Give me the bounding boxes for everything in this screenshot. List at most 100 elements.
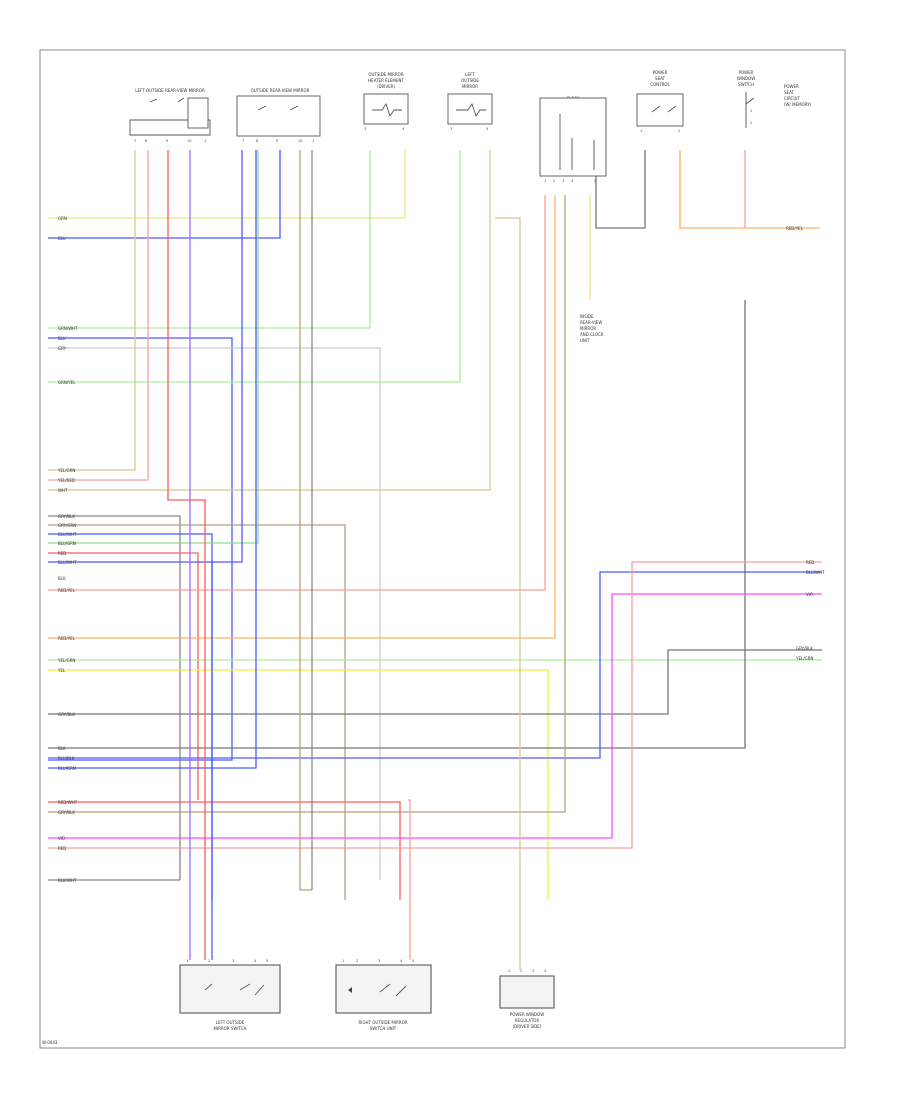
svg-text:POWER: POWER (739, 70, 754, 75)
heater-element-symbol (372, 102, 402, 118)
svg-text:WINDOW: WINDOW (737, 76, 755, 81)
svg-text:4: 4 (544, 969, 547, 973)
wire (48, 515, 181, 880)
svg-text:SWITCH UNIT: SWITCH UNIT (370, 1026, 397, 1031)
svg-text:SEAT: SEAT (784, 90, 794, 95)
wire (48, 150, 259, 544)
switch-contact (289, 105, 299, 111)
wire-label: GRY/BLK (58, 514, 75, 519)
wire-label: RED (58, 551, 66, 556)
switch-contact-1 (149, 98, 158, 103)
switch-box (179, 964, 281, 1014)
wire-label: GRN (58, 216, 67, 221)
switch-contact (239, 983, 251, 991)
wire (48, 195, 556, 639)
svg-text:2: 2 (678, 129, 680, 133)
svg-text:1: 1 (312, 139, 314, 143)
svg-text:1: 1 (186, 959, 188, 963)
mirror-box (447, 93, 493, 125)
svg-text:SWITCH: SWITCH (738, 82, 754, 87)
wire (48, 150, 461, 383)
top-right-note: POWER SEAT CIRCUIT (W/ MEMORY) (784, 84, 812, 107)
component-left-outside-mirror: LEFT OUTSIDE REAR-VIEW MIRROR 7 8 9 10 1 (129, 88, 211, 143)
memory-unit-box (539, 97, 607, 177)
svg-text:AND CLOCK: AND CLOCK (580, 332, 604, 337)
svg-text:POWER: POWER (653, 70, 668, 75)
wire (48, 150, 371, 329)
heater-box (363, 93, 409, 125)
component-right-outside-mirror-switch: 1 2 3 4 5 RIGHT OUTSIDE MIRROR SWITCH UN… (335, 959, 432, 1031)
wire-label: BLU/WHT (58, 532, 77, 537)
terminal-marker (348, 987, 352, 993)
svg-text:3: 3 (364, 127, 366, 131)
wire (48, 571, 822, 759)
wire-label: RED/YEL (786, 226, 804, 231)
component-left-outside-mirror-switch: 1 2 3 4 5 LEFT OUTSIDE MIRROR SWITCH (179, 959, 281, 1031)
wire-label: YEL/GRN (57, 658, 75, 663)
svg-text:(W/ MEMORY): (W/ MEMORY) (784, 102, 812, 107)
wire-label: GRY/GRN (58, 523, 76, 528)
component-clock-memory-unit: CLOCK AND MEMORY UNIT 1 2 3 4 5 (539, 96, 607, 183)
svg-text:OUTSIDE MIRROR: OUTSIDE MIRROR (368, 72, 403, 77)
wire-label: GRN/WHT (58, 326, 78, 331)
svg-text:9: 9 (276, 139, 278, 143)
switch-contact (651, 105, 661, 113)
svg-text:3: 3 (562, 179, 564, 183)
svg-text:5: 5 (266, 959, 268, 963)
switch-contact (395, 985, 407, 997)
svg-text:4: 4 (402, 127, 405, 131)
svg-text:RIGHT OUTSIDE MIRROR: RIGHT OUTSIDE MIRROR (358, 1020, 407, 1025)
wire (48, 195, 566, 813)
wire (48, 150, 491, 491)
wire (595, 150, 646, 229)
svg-text:1: 1 (750, 109, 752, 113)
wire (48, 150, 406, 219)
wire (48, 593, 822, 839)
component-power-window-switch: POWER WINDOW SWITCH 1 2 (737, 70, 755, 128)
svg-text:9: 9 (166, 139, 168, 143)
svg-text:1: 1 (640, 129, 642, 133)
svg-text:1: 1 (204, 139, 206, 143)
svg-text:3: 3 (378, 959, 380, 963)
wire (495, 217, 521, 970)
svg-text:LEFT OUTSIDE: LEFT OUTSIDE (216, 1020, 245, 1025)
svg-text:OUTSIDE: OUTSIDE (461, 78, 479, 83)
svg-text:2: 2 (750, 121, 752, 125)
svg-text:1: 1 (342, 959, 344, 963)
wire-label: GRN/YEL (58, 380, 76, 385)
component-power-seat-control: POWER SEAT CONTROL 1 2 (636, 70, 684, 133)
wire-layer (48, 150, 822, 970)
svg-text:4: 4 (254, 959, 257, 963)
wire (48, 552, 199, 800)
wire-label: GRY/BLK (796, 646, 813, 651)
wire (48, 801, 401, 900)
component-title: LEFT OUTSIDE REAR-VIEW MIRROR (135, 88, 205, 93)
svg-text:POWER WINDOW: POWER WINDOW (510, 1012, 544, 1017)
component-outside-mirror: OUTSIDE REAR-VIEW MIRROR 7 8 9 10 1 (236, 88, 321, 143)
wire-label: GRY/BLK (58, 712, 75, 717)
svg-text:3: 3 (232, 959, 234, 963)
switch-contact (254, 984, 265, 996)
wire (48, 524, 346, 900)
wire-label: BLU/BLK (58, 756, 75, 761)
wire-label: VIO (806, 592, 813, 597)
wire (48, 669, 549, 900)
wire-label: YEL (57, 668, 66, 673)
component-outside-mirror-heater: OUTSIDE MIRROR HEATER ELEMENT (DRIVER) 3… (363, 72, 409, 131)
wire-label: GRY/BLK (58, 810, 75, 815)
svg-text:5: 5 (412, 959, 414, 963)
footer-code: W-0043 (42, 1040, 58, 1045)
wire (48, 347, 381, 880)
wire-label: BLU (58, 336, 66, 341)
svg-text:4: 4 (400, 959, 403, 963)
svg-text:INSIDE: INSIDE (580, 314, 594, 319)
wire (299, 150, 312, 891)
svg-text:REGULATOR: REGULATOR (515, 1018, 540, 1023)
wire-label: BLK (58, 576, 66, 581)
wire (48, 150, 243, 563)
wire (48, 150, 281, 239)
svg-text:7: 7 (134, 139, 136, 143)
mirror-motor-box (187, 97, 209, 129)
wire (48, 337, 233, 761)
